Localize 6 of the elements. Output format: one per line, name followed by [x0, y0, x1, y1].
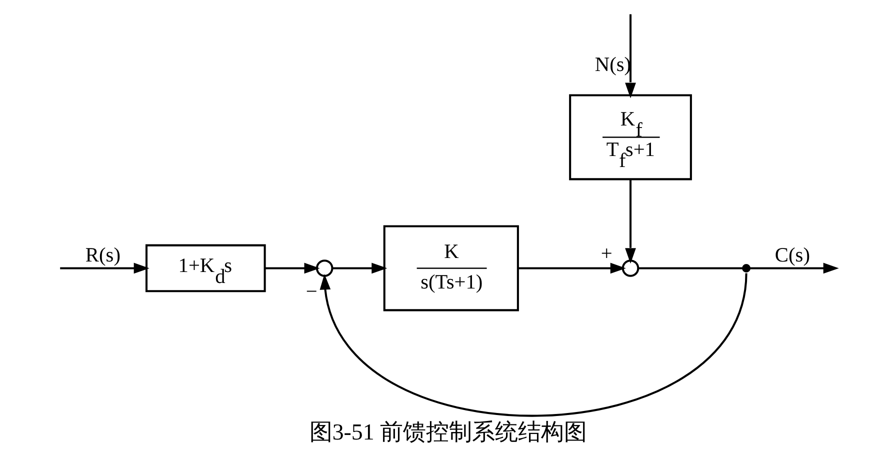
edge-label: −	[305, 281, 317, 304]
edge-label: C(s)	[774, 244, 810, 267]
edge-label: +	[600, 242, 612, 265]
edge-label: R(s)	[84, 244, 120, 267]
caption: 图3-51 前馈控制系统结构图	[308, 419, 587, 444]
edge-label: N(s)	[594, 54, 631, 76]
